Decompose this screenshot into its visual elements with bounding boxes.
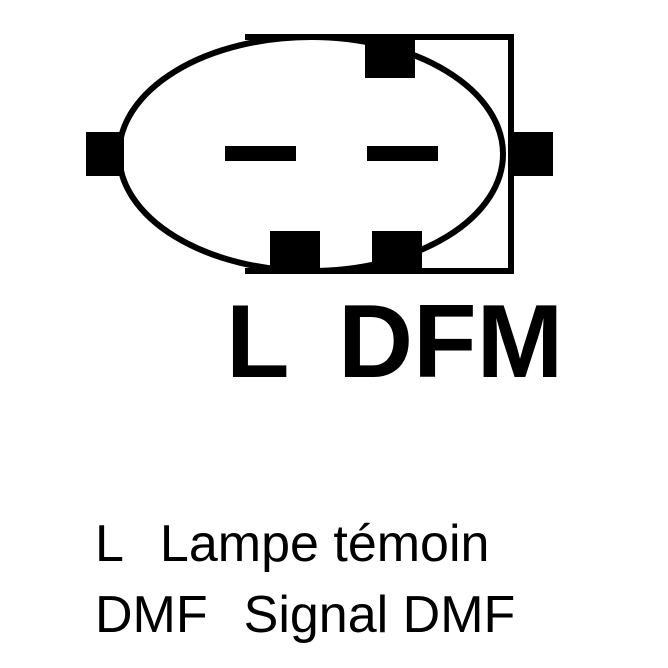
right-pad (508, 132, 553, 176)
pin-label-l: L (226, 284, 290, 400)
pin-label-dfm: DFM (338, 284, 564, 400)
legend-description: Lampe témoin (159, 515, 490, 573)
legend-code: DMF (95, 586, 208, 644)
pin-l-terminal (270, 231, 320, 272)
pin-dfm-terminal (372, 231, 422, 272)
legend-row-l: L Lampe témoin (95, 518, 489, 570)
top-key-tab (365, 36, 415, 78)
right-blade-slot (367, 146, 438, 161)
left-blade-slot (225, 146, 296, 161)
left-pad (86, 132, 124, 176)
legend-code: L (95, 515, 124, 573)
legend-row-dmf: DMF Signal DMF (95, 589, 515, 641)
legend-description: Signal DMF (243, 586, 516, 644)
